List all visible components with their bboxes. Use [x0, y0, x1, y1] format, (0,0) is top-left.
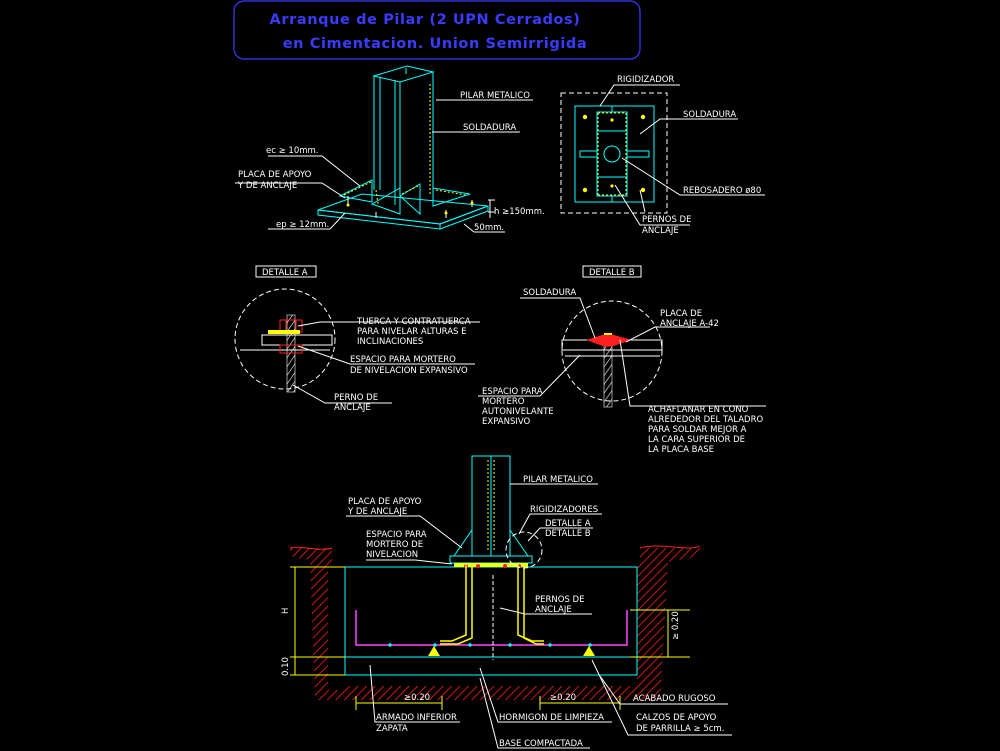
detail-b-circle — [561, 300, 663, 402]
isometric-view: PILAR METALICO SOLDADURA ec ≥ 10mm. PLAC… — [235, 65, 545, 233]
spacer-right — [583, 646, 595, 656]
dim-020-b: ≥0.20 — [550, 693, 576, 703]
footing — [344, 566, 638, 676]
detail-b-ach1: ACHAFLANAR EN CONO — [648, 405, 749, 415]
detail-b-espacio3: AUTONIVELANTE — [482, 407, 554, 417]
detail-a: DETALLE A TUERCA Y CONTRATUERCA PARA NIV… — [234, 265, 480, 413]
plan-label-pernos1: PERNOS DE — [642, 215, 691, 225]
spacer-left — [428, 646, 440, 656]
iso-label-ep: ep ≥ 12mm. — [276, 220, 329, 230]
sec-label-det1: DETALLE A — [545, 519, 591, 529]
sec-label-det2: DETALLE B — [545, 529, 591, 539]
detail-a-espacio2: DE NIVELACION EXPANSIVO — [350, 366, 468, 376]
detail-b-ach2: ALREDEDOR DEL TALADRO — [648, 415, 763, 425]
iso-label-ec: ec ≥ 10mm. — [266, 146, 319, 156]
sec-label-rigid: RIGIDIZADORES — [530, 505, 598, 515]
sec-label-pilar: PILAR METALICO — [523, 475, 593, 485]
detail-a-tuerca2: PARA NIVELAR ALTURAS E — [357, 327, 467, 337]
title-line-1: Arranque de Pilar (2 UPN Cerrados) — [270, 12, 581, 28]
title-frame — [233, 0, 641, 60]
sec-label-acabado: ACABADO RUGOSO — [633, 694, 716, 704]
dim-020-a: ≥0.20 — [404, 693, 430, 703]
sec-label-armado2: ZAPATA — [376, 724, 408, 734]
detail-b-espacio4: EXPANSIVO — [482, 417, 531, 427]
iso-column — [372, 65, 435, 208]
dim-020-right: ≥ 0.20 — [671, 611, 681, 640]
iso-bolts — [346, 196, 474, 218]
sec-label-armado1: ARMADO INFERIOR — [376, 713, 457, 723]
plan-label-rigidizador: RIGIDIZADOR — [617, 75, 674, 85]
iso-label-pilar: PILAR METALICO — [460, 91, 530, 101]
detail-a-tuerca1: TUERCA Y CONTRATUERCA — [356, 317, 471, 327]
foundation-section: H 0.10 ≥ 0.20 ≥0.20 ≥0.20 PILAR METALICO… — [281, 455, 732, 749]
sec-label-hormigon: HORMIGON DE LIMPIEZA — [499, 713, 604, 723]
sec-label-pernos1: PERNOS DE — [535, 595, 584, 605]
iso-label-placa1: PLACA DE APOYO — [238, 170, 312, 180]
plan-label-rebosadero: REBOSADERO ø80 — [683, 186, 761, 196]
detail-a-tag: DETALLE A — [262, 268, 308, 278]
title-line-2: en Cimentacion. Union Semirrigida — [283, 36, 588, 52]
dim-010: 0.10 — [281, 657, 291, 676]
plan-base-plate — [574, 105, 655, 203]
detail-b: DETALLE B SOLDADURA PLACA DE ANCLAJE A-4… — [478, 265, 766, 455]
iso-label-soldadura: SOLDADURA — [463, 123, 516, 133]
detail-b-placa2: ANCLAJE A-42 — [660, 319, 719, 329]
detail-b-espacio1: ESPACIO PARA — [482, 387, 543, 397]
detail-b-tag: DETALLE B — [589, 268, 635, 278]
plan-view: RIGIDIZADOR SOLDADURA REBOSADERO ø80 PER… — [560, 75, 765, 236]
sec-label-base: BASE COMPACTADA — [499, 739, 583, 749]
plan-label-pernos2: ANCLAJE — [642, 226, 679, 236]
soil-left — [290, 548, 345, 700]
plan-bolts — [582, 114, 646, 193]
plan-rebosadero-hole — [603, 145, 621, 163]
bottom-rebar — [355, 610, 628, 646]
sec-label-pernos2: ANCLAJE — [535, 605, 572, 615]
detail-b-espacio2: MORTERO — [482, 397, 525, 407]
detail-a-perno2: ANCLAJE — [334, 403, 371, 413]
detail-b-placa1: PLACA DE — [660, 309, 702, 319]
title-block: Arranque de Pilar (2 UPN Cerrados) en Ci… — [233, 0, 641, 60]
sec-label-placa2: Y DE ANCLAJE — [347, 507, 407, 517]
detail-a-espacio1: ESPACIO PARA MORTERO — [350, 355, 456, 365]
plan-label-soldadura: SOLDADURA — [683, 110, 736, 120]
sec-label-calzos1: CALZOS DE APOYO — [636, 713, 717, 723]
iso-label-h: h ≥150mm. — [494, 207, 545, 217]
detail-b-ach3: PARA SOLDAR MEJOR A — [648, 425, 747, 435]
sec-label-esp2: MORTERO DE — [366, 540, 423, 550]
detail-b-ach4: LA CARA SUPERIOR DE — [648, 435, 745, 445]
sec-label-calzos2: DE PARRILLA ≥ 5cm. — [636, 724, 724, 734]
section-anchor-bolts — [440, 563, 544, 645]
detail-a-perno1: PERNO DE — [334, 393, 378, 403]
dim-H: H — [281, 608, 291, 614]
detail-b-soldadura: SOLDADURA — [523, 288, 576, 298]
iso-label-50: 50mm. — [474, 223, 504, 233]
detail-b-ach5: LA PLACA BASE — [648, 445, 714, 455]
detail-ref-circle — [505, 531, 543, 569]
sec-label-esp1: ESPACIO PARA — [366, 530, 427, 540]
detail-a-tuerca3: INCLINACIONES — [357, 337, 423, 347]
sec-label-esp3: NIVELACION — [366, 550, 418, 560]
detail-a-circle — [234, 288, 336, 390]
soil-right — [345, 548, 700, 700]
sec-label-placa1: PLACA DE APOYO — [348, 497, 422, 507]
plan-outer-dashed — [560, 92, 668, 214]
iso-label-placa2: Y DE ANCLAJE — [237, 181, 297, 191]
